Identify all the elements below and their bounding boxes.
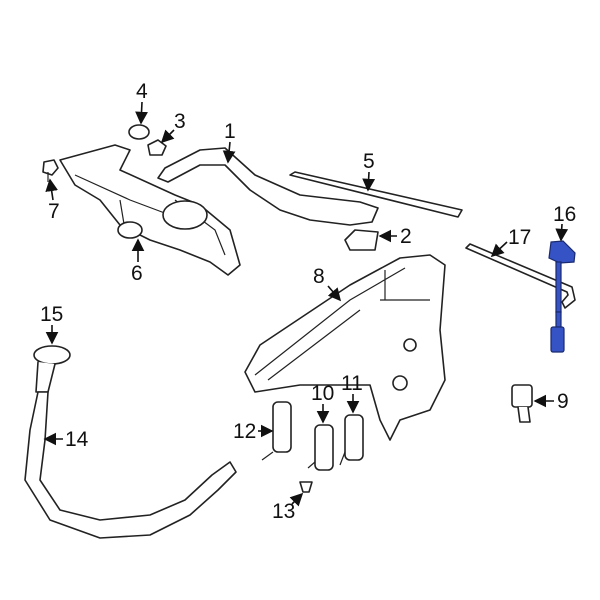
wiper-linkage-part[interactable] bbox=[59, 144, 241, 276]
callouts: 1 2 3 4 5 6 7 8 9 10 11 12 13 14 15 16 1… bbox=[40, 80, 576, 523]
callout-16: 16 bbox=[553, 203, 576, 226]
callout-6: 6 bbox=[131, 262, 143, 285]
connector-part[interactable] bbox=[511, 384, 533, 423]
callout-4: 4 bbox=[136, 80, 148, 103]
nut-part-3[interactable] bbox=[147, 139, 167, 156]
callout-8: 8 bbox=[313, 265, 325, 288]
callout-11: 11 bbox=[341, 372, 363, 395]
washer-hose-part[interactable] bbox=[465, 243, 576, 309]
callout-1: 1 bbox=[224, 120, 236, 143]
washer-nozzle-part[interactable] bbox=[548, 240, 576, 353]
callout-12: 12 bbox=[233, 420, 256, 443]
washer-pump-10[interactable] bbox=[307, 424, 334, 471]
callout-17: 17 bbox=[508, 226, 531, 249]
wiper-arm-part[interactable] bbox=[157, 147, 379, 226]
wiper-blade-part[interactable] bbox=[289, 171, 463, 218]
callout-10: 10 bbox=[311, 382, 334, 405]
callout-15: 15 bbox=[40, 303, 63, 326]
washer-pump-11[interactable] bbox=[339, 414, 364, 466]
callout-3: 3 bbox=[174, 110, 186, 133]
callout-13: 13 bbox=[272, 500, 295, 523]
callout-2: 2 bbox=[400, 225, 412, 248]
filler-neck-part[interactable] bbox=[33, 345, 71, 393]
callout-14: 14 bbox=[65, 428, 89, 451]
callout-5: 5 bbox=[363, 150, 375, 173]
cover-part[interactable] bbox=[344, 229, 379, 251]
cap-part[interactable] bbox=[128, 124, 150, 140]
washer-reservoir-part[interactable] bbox=[244, 254, 446, 441]
callout-9: 9 bbox=[557, 390, 569, 413]
filler-hose-part[interactable] bbox=[24, 391, 237, 539]
callout-7: 7 bbox=[48, 200, 60, 223]
grommet-part[interactable] bbox=[299, 481, 313, 493]
nut-part[interactable] bbox=[42, 159, 59, 182]
